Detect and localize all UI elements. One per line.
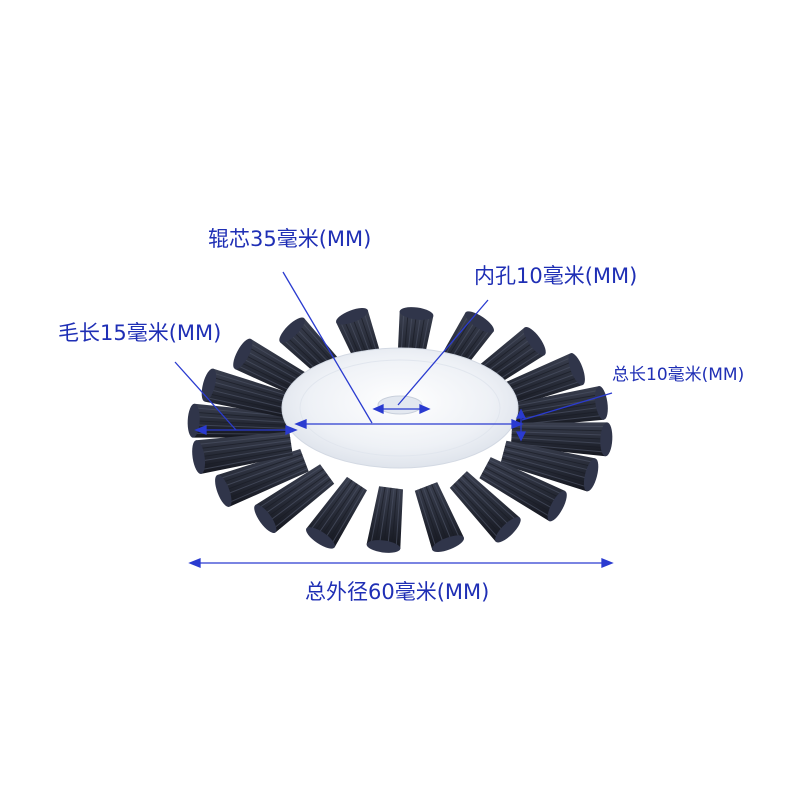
total-length-leader-line — [521, 392, 613, 421]
bristle-tuft — [366, 486, 403, 553]
outer-diameter-label: 总外径60毫米(MM) — [305, 580, 490, 604]
bristle-tuft — [500, 440, 599, 492]
roller-core — [281, 347, 519, 469]
bristle-tuft — [479, 457, 567, 522]
bristle-tuft — [215, 449, 309, 507]
total-length-label: 总长10毫米(MM) — [612, 365, 745, 385]
core-diameter-label: 辊芯35毫米(MM) — [208, 227, 372, 251]
hole-leader-line — [397, 299, 489, 406]
bristle-tufts-front — [192, 422, 613, 553]
core-leader-line — [282, 271, 373, 424]
inner-hole — [377, 395, 423, 415]
inner-hole-label: 内孔10毫米(MM) — [474, 264, 638, 288]
bristle-tuft — [192, 431, 293, 474]
dimension-lines — [174, 271, 614, 568]
bristle-tuft — [414, 482, 465, 552]
bristle-length-label: 毛长15毫米(MM) — [58, 321, 222, 345]
bristle-tuft — [449, 471, 521, 543]
bristle-leader-line — [174, 361, 237, 431]
bristle-tuft — [254, 464, 335, 534]
bristle-tuft — [305, 476, 367, 549]
